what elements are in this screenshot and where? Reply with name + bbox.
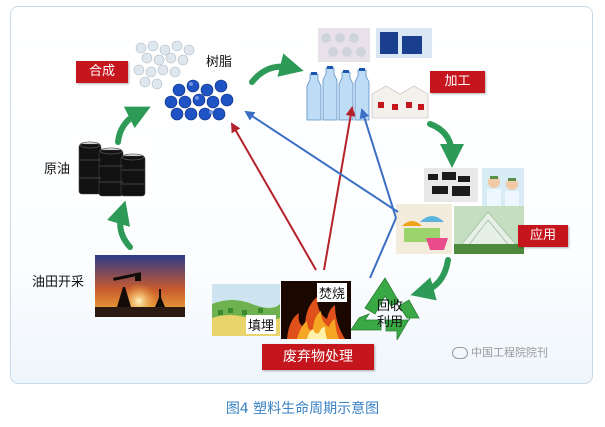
figure-caption: 图4 塑料生命周期示意图	[225, 401, 380, 417]
arrow-incineration-to-resin	[231, 122, 317, 271]
label-crude-oil: 原油	[44, 162, 71, 177]
arrow-oilfield-to-crude	[107, 200, 133, 250]
label-recycling-line2: 利用	[377, 315, 404, 330]
label-resin: 树脂	[206, 55, 233, 70]
watermark-text: 中国工程院院刊	[471, 346, 548, 359]
label-landfill: 填埋	[246, 315, 277, 334]
label-incineration: 焚烧	[317, 283, 348, 302]
recycling-symbol-image	[350, 277, 420, 340]
arrow-application-to-recycling	[410, 257, 451, 301]
label-oilfield: 油田开采	[32, 275, 85, 290]
arrow-incineration-to-bottles	[323, 106, 356, 271]
label-processing: 加工	[430, 71, 485, 93]
wechat-icon	[452, 347, 468, 359]
label-synthesis: 合成	[76, 61, 128, 83]
label-waste-treatment: 废弃物处理	[262, 344, 374, 370]
arrow-crude-to-synthesis	[115, 106, 151, 145]
watermark: 中国工程院院刊	[452, 344, 548, 360]
label-recycling-line1: 回收	[377, 299, 404, 314]
arrow-recycling-connector	[369, 217, 397, 279]
oil-barrels-image	[75, 140, 151, 200]
arrow-application-to-resin	[244, 110, 399, 213]
arrow-processing-to-application	[427, 121, 464, 168]
arrow-resin-to-processing	[249, 53, 304, 85]
application-collage-image	[396, 168, 524, 254]
oilfield-image	[95, 255, 185, 317]
arrow-recycling-to-processing	[359, 108, 397, 219]
label-application: 应用	[518, 225, 568, 247]
